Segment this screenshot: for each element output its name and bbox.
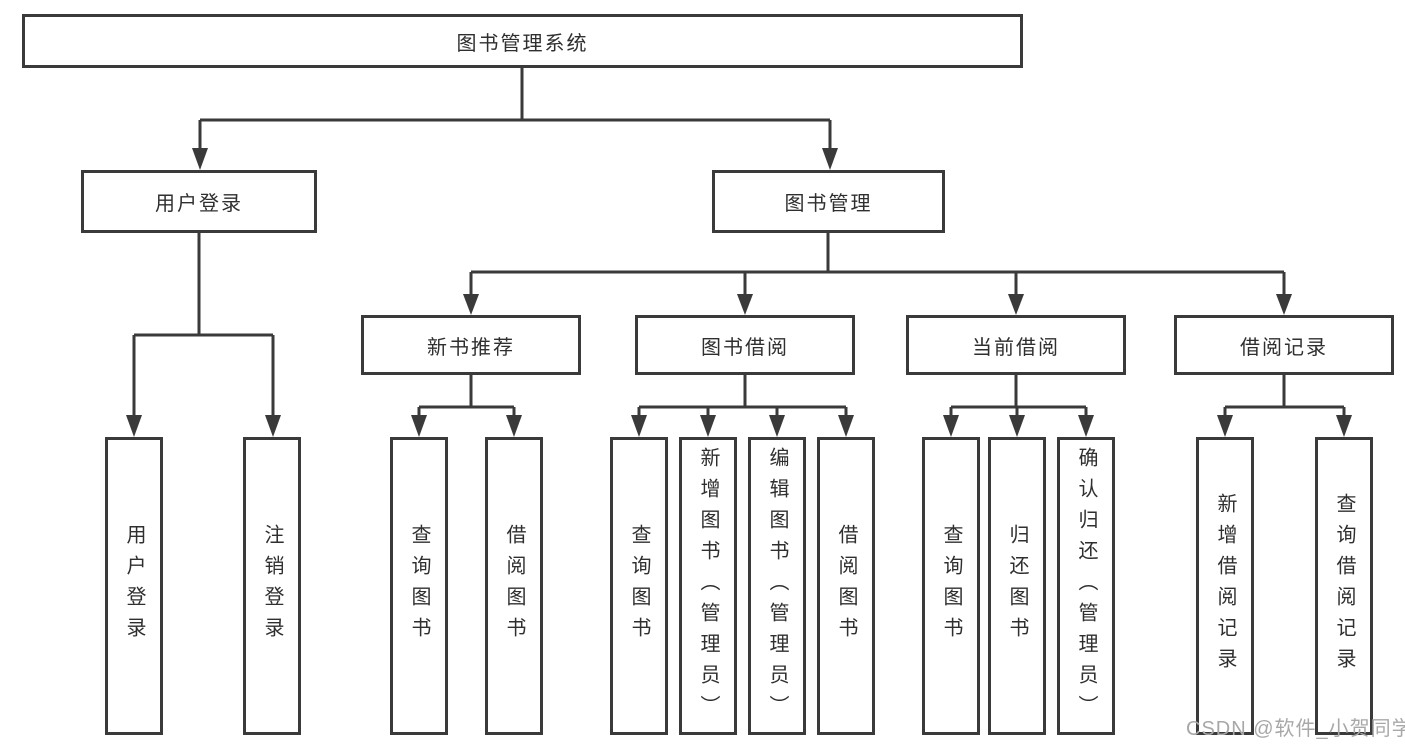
leaf-current-query-book: 查询图书 — [922, 437, 980, 735]
node-new-book-recommend: 新书推荐 — [361, 315, 581, 375]
leaf-edit-book-admin: 编辑图书（管理员） — [748, 437, 806, 735]
node-root-system-label: 图书管理系统 — [456, 32, 589, 55]
leaf-borrow-book: 借阅图书 — [817, 437, 875, 735]
node-current-borrow-label: 当前借阅 — [972, 336, 1060, 359]
leaf-borrow-book-label: 借阅图书 — [835, 524, 857, 648]
node-borrow-record-label: 借阅记录 — [1240, 336, 1328, 359]
node-book-borrow: 图书借阅 — [635, 315, 855, 375]
leaf-query-borrow-record: 查询借阅记录 — [1315, 437, 1373, 735]
node-root-system: 图书管理系统 — [22, 14, 1023, 68]
node-current-borrow: 当前借阅 — [906, 315, 1126, 375]
leaf-query-borrow-record-label: 查询借阅记录 — [1333, 493, 1355, 679]
leaf-add-book-admin: 新增图书（管理员） — [679, 437, 737, 735]
leaf-add-borrow-record: 新增借阅记录 — [1196, 437, 1254, 735]
leaf-add-borrow-record-label: 新增借阅记录 — [1214, 493, 1236, 679]
leaf-return-book-label: 归还图书 — [1006, 524, 1028, 648]
leaf-logout-label: 注销登录 — [261, 524, 283, 648]
leaf-confirm-return-admin: 确认归还（管理员） — [1057, 437, 1115, 735]
leaf-newbook-query-book-label: 查询图书 — [408, 524, 430, 648]
node-book-borrow-label: 图书借阅 — [701, 336, 789, 359]
leaf-borrow-query-book-label: 查询图书 — [628, 524, 650, 648]
leaf-borrow-query-book: 查询图书 — [610, 437, 668, 735]
leaf-edit-book-admin-label: 编辑图书（管理员） — [766, 446, 788, 726]
leaf-return-book: 归还图书 — [988, 437, 1046, 735]
node-book-management: 图书管理 — [712, 170, 945, 233]
leaf-add-book-admin-label: 新增图书（管理员） — [697, 446, 719, 726]
csdn-watermark: CSDN @软件_小贺同学 — [1186, 718, 1405, 740]
node-book-management-label: 图书管理 — [784, 193, 873, 215]
node-borrow-record: 借阅记录 — [1174, 315, 1394, 375]
leaf-user-login-label: 用户登录 — [123, 524, 145, 648]
leaf-user-login: 用户登录 — [105, 437, 163, 735]
leaf-confirm-return-admin-label: 确认归还（管理员） — [1075, 446, 1097, 726]
leaf-current-query-book-label: 查询图书 — [940, 524, 962, 648]
node-new-book-recommend-label: 新书推荐 — [427, 336, 515, 359]
node-user-login-label: 用户登录 — [155, 193, 243, 215]
leaf-newbook-borrow-book: 借阅图书 — [485, 437, 543, 735]
leaf-newbook-borrow-book-label: 借阅图书 — [503, 524, 525, 648]
node-user-login: 用户登录 — [81, 170, 317, 233]
leaf-logout: 注销登录 — [243, 437, 301, 735]
leaf-newbook-query-book: 查询图书 — [390, 437, 448, 735]
